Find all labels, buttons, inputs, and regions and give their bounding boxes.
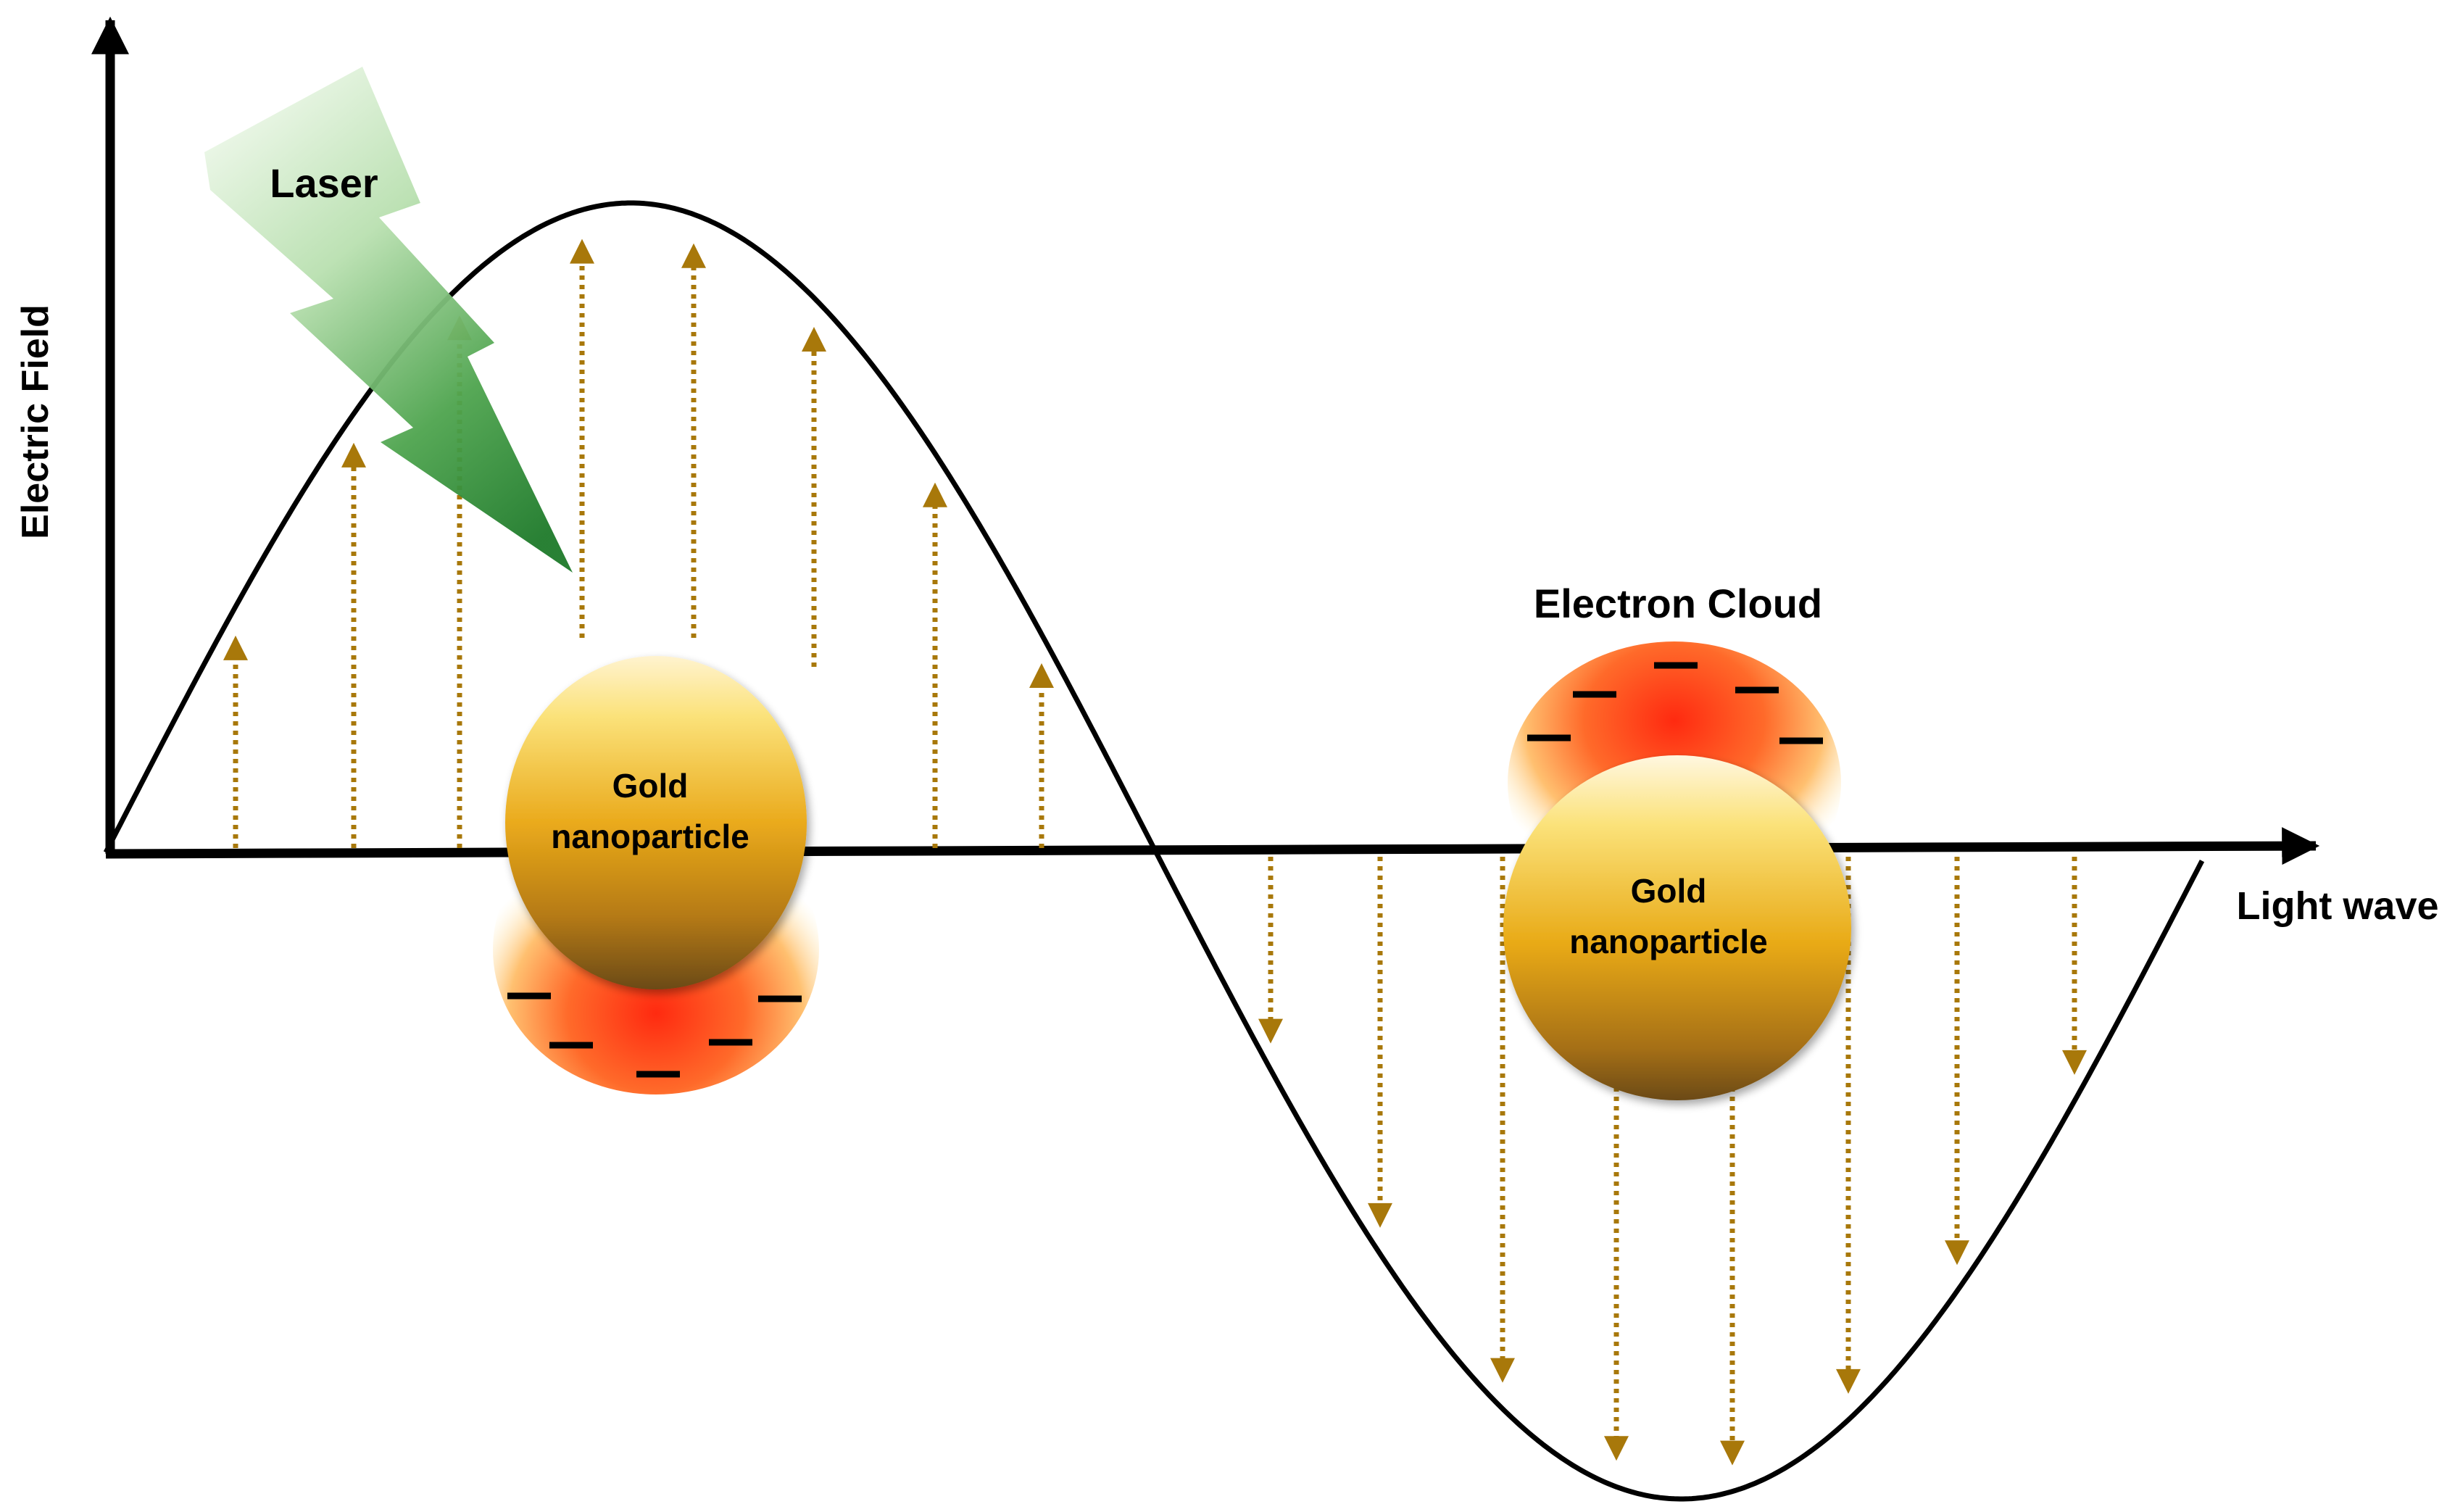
electron-cloud-label: Electron Cloud [1534,581,1822,626]
arrow-down-icon [1258,1018,1283,1044]
arrow-down-icon [1836,1368,1861,1394]
laser-bolt-icon [204,67,573,573]
particle-left-line1: Gold [612,767,689,805]
particle-right-line1: Gold [1631,872,1707,910]
arrow-down-icon [1604,1436,1629,1461]
arrow-down-icon [2062,1050,2087,1075]
gold-nanoparticle-right: Gold nanoparticle [1503,641,1851,1100]
laser-label: Laser [270,160,378,206]
field-arrows-down [1258,857,2087,1466]
arrow-down-icon [1368,1202,1392,1228]
arrow-up-icon [341,442,366,468]
arrow-up-icon [681,243,706,268]
gold-nanoparticle-left: Gold nanoparticle [493,656,819,1094]
electron-charges-right [1527,662,1823,744]
arrow-down-icon [1945,1240,1969,1266]
particle-right-line2: nanoparticle [1569,923,1768,960]
arrow-up-icon [923,482,947,507]
electron-charges-left [507,992,802,1078]
y-axis-label: Electric Field [14,304,57,539]
arrow-down-icon [1720,1440,1745,1466]
arrow-down-icon [1490,1358,1515,1383]
x-axis [105,827,2320,865]
arrow-up-icon [223,635,248,660]
light-wave-curve [103,200,2205,1502]
arrow-up-icon [570,238,594,264]
arrow-up-icon [802,326,826,352]
x-axis-label: Light wave [2236,884,2438,928]
arrow-up-icon [1029,663,1054,689]
particle-left-line2: nanoparticle [551,818,749,855]
